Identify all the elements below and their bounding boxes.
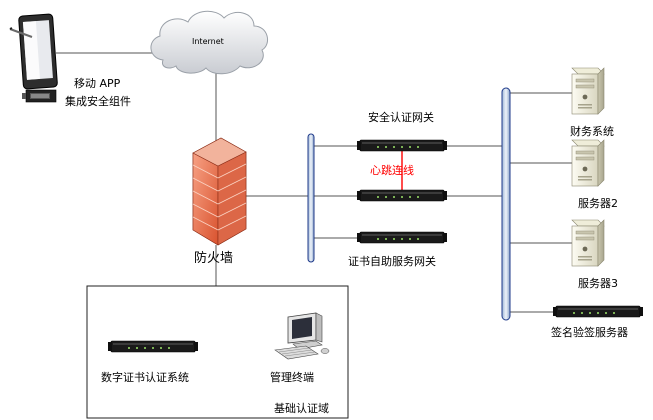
connection-lines: [56, 52, 575, 313]
server3-icon: [571, 219, 605, 267]
digital-cert-system-label: 数字证书认证系统: [101, 370, 189, 384]
cert-self-service-label: 证书自助服务网关: [348, 254, 436, 268]
base-auth-domain-box: [86, 285, 349, 419]
security-gateway-label: 安全认证网关: [368, 110, 434, 124]
digital-cert-system-device: [107, 340, 199, 353]
internet-label: Internet: [192, 37, 224, 46]
sign-verify-server-label: 签名验签服务器: [551, 325, 628, 339]
security-gateway-device-a: [356, 139, 448, 152]
mobile-app-label: 移动 APP: [74, 77, 121, 90]
left-network-bus: [307, 133, 315, 263]
sign-verify-server-device: [552, 305, 644, 318]
heartbeat-label: 心跳连线: [370, 163, 414, 177]
tablet-icon: [9, 13, 58, 90]
management-terminal-label: 管理终端: [270, 370, 314, 384]
server2-label: 服务器2: [578, 197, 618, 210]
server2-icon: [571, 139, 605, 187]
security-component-label: 集成安全组件: [65, 94, 131, 108]
workstation-icon: [274, 312, 330, 360]
security-gateway-device-b: [356, 189, 448, 202]
finance-server-icon: [571, 67, 605, 115]
right-network-bus: [501, 87, 511, 321]
firewall-icon: [192, 137, 247, 246]
firewall-label: 防火墙: [194, 250, 233, 266]
server3-label: 服务器3: [578, 277, 618, 290]
security-component-chip-icon: [22, 89, 57, 103]
finance-system-label: 财务系统: [570, 124, 614, 138]
cert-self-service-gateway-device: [356, 231, 448, 244]
base-auth-domain-label: 基础认证域: [274, 402, 329, 415]
cloud-icon: [150, 10, 269, 75]
